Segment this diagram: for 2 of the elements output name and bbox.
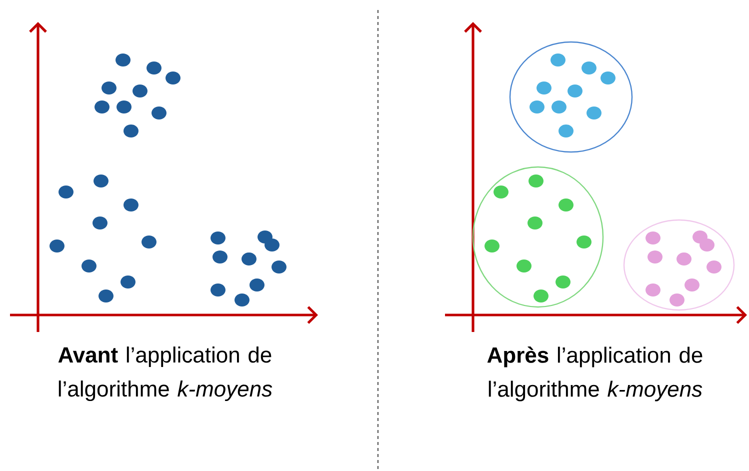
caption-text: Avant l’application de l’algorithme k-moyens (58, 346, 272, 402)
caption-text: Après l’application de l’algorithme k-moyens (487, 346, 702, 402)
